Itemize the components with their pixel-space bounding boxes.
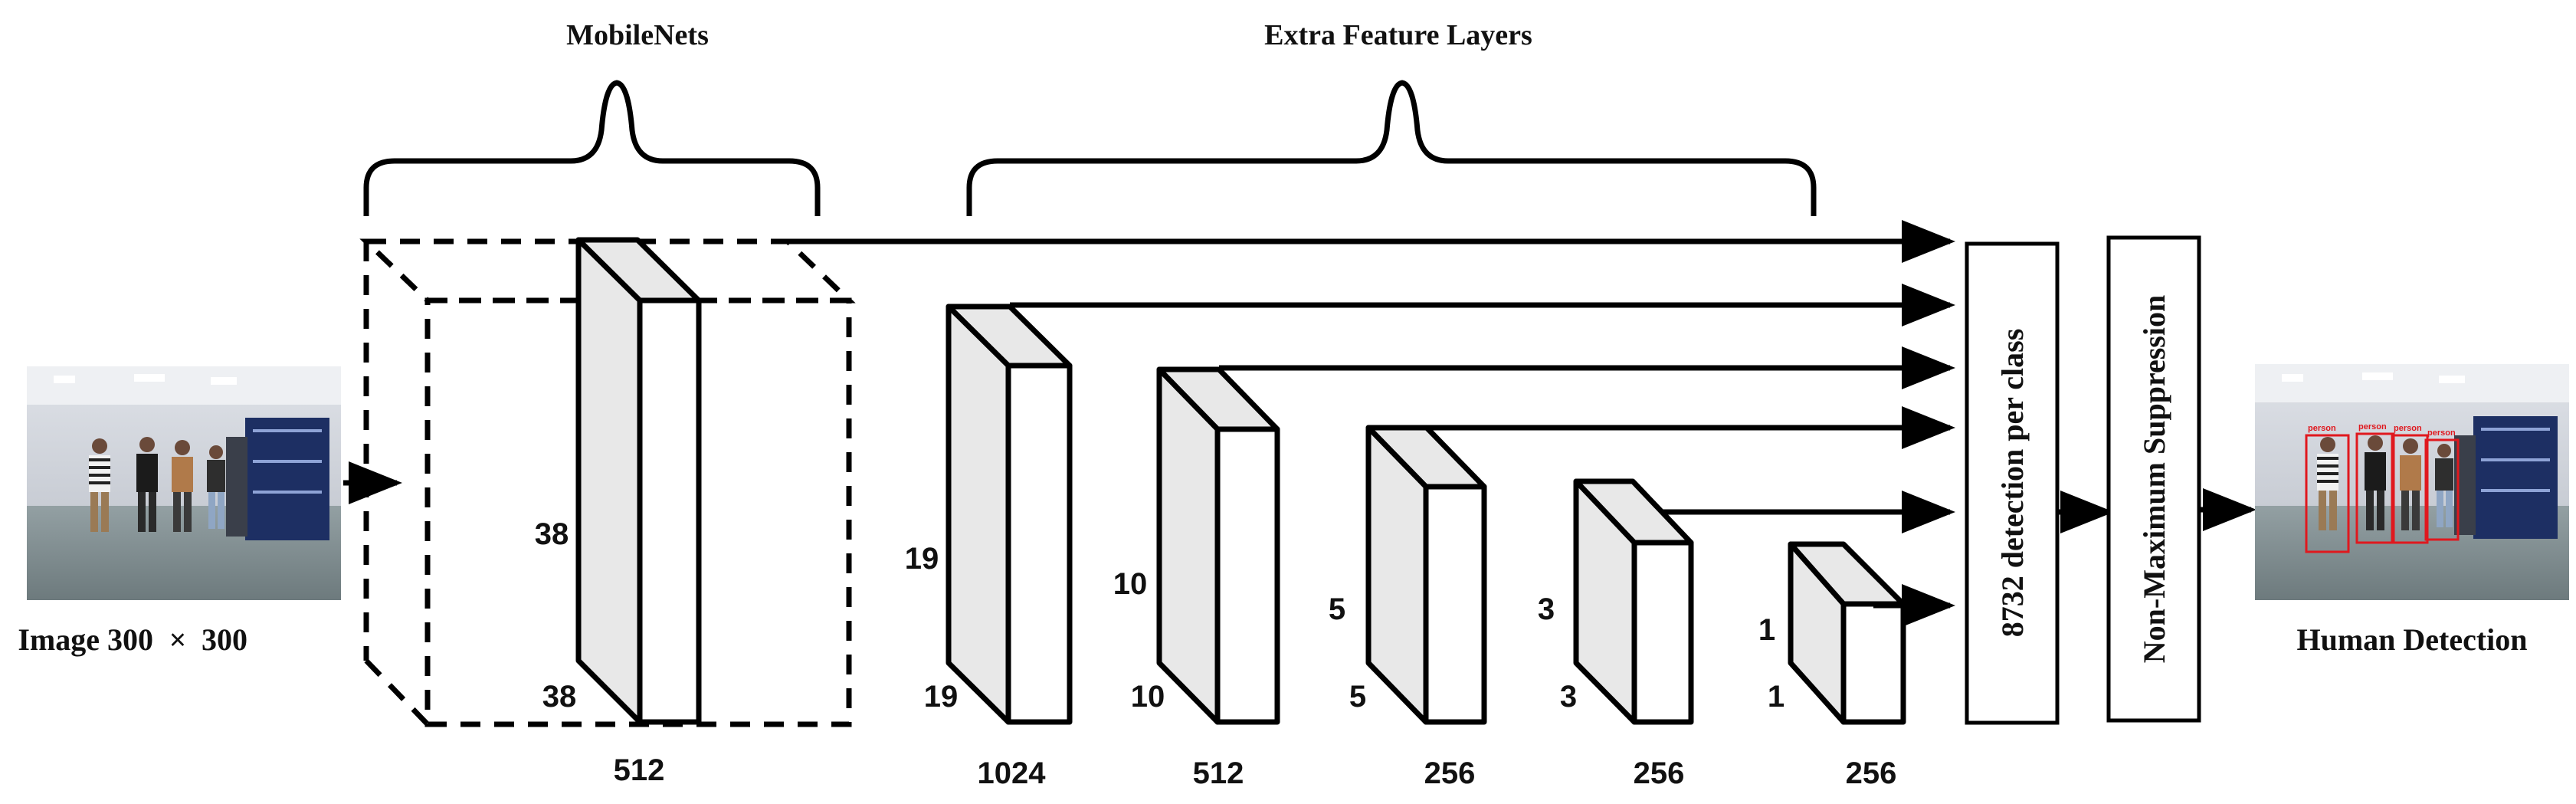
- feature-arrows: [788, 220, 1955, 627]
- feature-block-4: [1573, 478, 1694, 725]
- output-image: person person person person: [2255, 364, 2569, 600]
- feature-block-2-depth: 512: [1193, 756, 1244, 790]
- input-image: [27, 366, 341, 600]
- input-caption-prefix: Image 300: [18, 622, 153, 657]
- feature-block-3-depth: 256: [1424, 756, 1476, 790]
- base-block-width: 38: [542, 680, 577, 714]
- feature-block-4-height: 3: [1538, 592, 1555, 626]
- nms-box-label: Non-Maximum Suppression: [2137, 295, 2171, 663]
- base-block-height: 38: [535, 517, 569, 551]
- feature-block-1: [946, 304, 1073, 725]
- nms-box: [2106, 235, 2201, 723]
- base-block-depth: 512: [614, 753, 665, 787]
- feature-block-5: [1788, 541, 1906, 725]
- input-caption-suffix: 300: [202, 622, 247, 657]
- detection-label: person: [2358, 422, 2387, 432]
- output-caption: Human Detection: [2296, 622, 2527, 657]
- detection-label: person: [2394, 424, 2422, 433]
- extra-layers-brace: [966, 80, 1817, 216]
- mobilenets-brace: [363, 80, 821, 216]
- extra-layers-header: Extra Feature Layers: [1264, 19, 1532, 51]
- feature-block-1-depth: 1024: [978, 756, 1047, 790]
- detection-label: person: [2427, 428, 2456, 438]
- input-caption-times: ×: [169, 622, 187, 657]
- feature-block-2-height: 10: [1113, 567, 1148, 601]
- feature-block-2-width: 10: [1131, 680, 1165, 714]
- base-block: [575, 237, 702, 725]
- detection-label: person: [2308, 424, 2336, 433]
- feature-block-1-height: 19: [905, 542, 939, 576]
- feature-block-2: [1156, 366, 1280, 725]
- feature-block-4-depth: 256: [1634, 756, 1685, 790]
- detection-bbox: [2355, 432, 2395, 544]
- feature-block-5-depth: 256: [1846, 756, 1897, 790]
- feature-block-4-width: 3: [1560, 680, 1577, 714]
- feature-block-1-width: 19: [924, 680, 959, 714]
- detection-box: [1965, 241, 2060, 725]
- feature-block-3-width: 5: [1349, 680, 1366, 714]
- feature-block-3: [1365, 425, 1487, 725]
- detection-bbox: [2424, 438, 2460, 541]
- feature-block-5-height: 1: [1758, 613, 1775, 647]
- detection-box-label: 8732 detection per class: [1995, 329, 2030, 638]
- detection-bbox: [2305, 434, 2350, 553]
- feature-block-5-width: 1: [1768, 680, 1785, 714]
- feature-block-3-height: 5: [1329, 592, 1345, 626]
- detection-bbox: [2391, 434, 2429, 544]
- mobilenets-header: MobileNets: [566, 19, 709, 51]
